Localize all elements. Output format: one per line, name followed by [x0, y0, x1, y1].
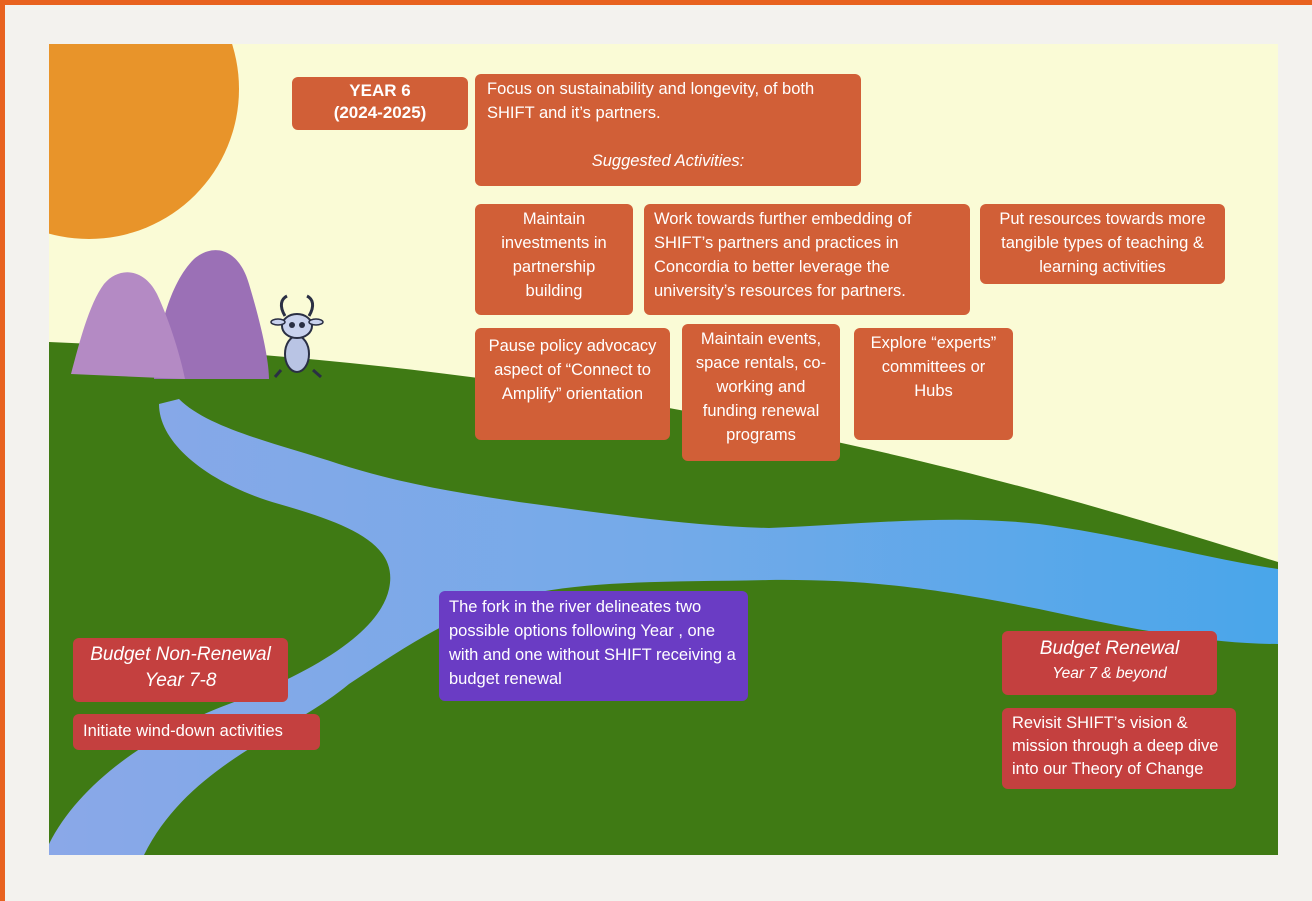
non-renewal-title-line2: Year 7-8 [144, 670, 217, 691]
non-renewal-title-line1: Budget Non-Renewal [90, 644, 271, 665]
activity-card: Put resources towards more tangible type… [980, 204, 1225, 284]
renewal-action: Revisit SHIFT’s vision & mission through… [1002, 708, 1236, 789]
year-label: YEAR 6 (2024-2025) [292, 77, 468, 130]
fork-note-text: The fork in the river delineates two pos… [449, 598, 736, 688]
activity-card: Work towards further embedding of SHIFT’… [644, 204, 970, 315]
sun-shape [49, 44, 239, 239]
activity-text: Maintain events, space rentals, co-worki… [695, 330, 827, 444]
activity-card: Pause policy advocacy aspect of “Connect… [475, 328, 670, 440]
non-renewal-title-box: Budget Non-Renewal Year 7-8 [73, 638, 288, 702]
non-renewal-action: Initiate wind-down activities [73, 714, 320, 750]
activity-text: Pause policy advocacy aspect of “Connect… [488, 337, 657, 403]
activity-card: Explore “experts” committees or Hubs [854, 328, 1013, 440]
focus-subheading: Suggested Activities: [591, 152, 745, 170]
frame-left-border [0, 0, 5, 901]
mountain-back [154, 250, 269, 379]
goat-mascot [270, 294, 324, 379]
activity-text: Explore “experts” committees or Hubs [870, 334, 997, 400]
renewal-action-text: Revisit SHIFT’s vision & mission through… [1012, 714, 1219, 778]
focus-box: Focus on sustainability and longevity, o… [475, 74, 861, 186]
frame-top-border [0, 0, 1312, 5]
renewal-title: Budget Renewal [1039, 638, 1180, 659]
renewal-subtitle: Year 7 & beyond [1052, 665, 1167, 682]
illustration-scene: YEAR 6 (2024-2025) Focus on sustainabili… [49, 44, 1278, 855]
renewal-title-box: Budget Renewal Year 7 & beyond [1002, 631, 1217, 695]
mountain-front [71, 272, 185, 379]
year-label-line2: (2024-2025) [333, 103, 427, 122]
activity-card: Maintain investments in partnership buil… [475, 204, 633, 315]
activity-text: Work towards further embedding of SHIFT’… [654, 210, 912, 300]
river-shape [49, 399, 1278, 855]
non-renewal-action-text: Initiate wind-down activities [83, 722, 283, 740]
activity-text: Maintain investments in partnership buil… [501, 210, 607, 300]
activity-text: Put resources towards more tangible type… [999, 210, 1206, 276]
year-label-line1: YEAR 6 [349, 81, 411, 100]
fork-note: The fork in the river delineates two pos… [439, 591, 748, 701]
focus-text: Focus on sustainability and longevity, o… [487, 80, 815, 122]
activity-card: Maintain events, space rentals, co-worki… [682, 324, 840, 461]
